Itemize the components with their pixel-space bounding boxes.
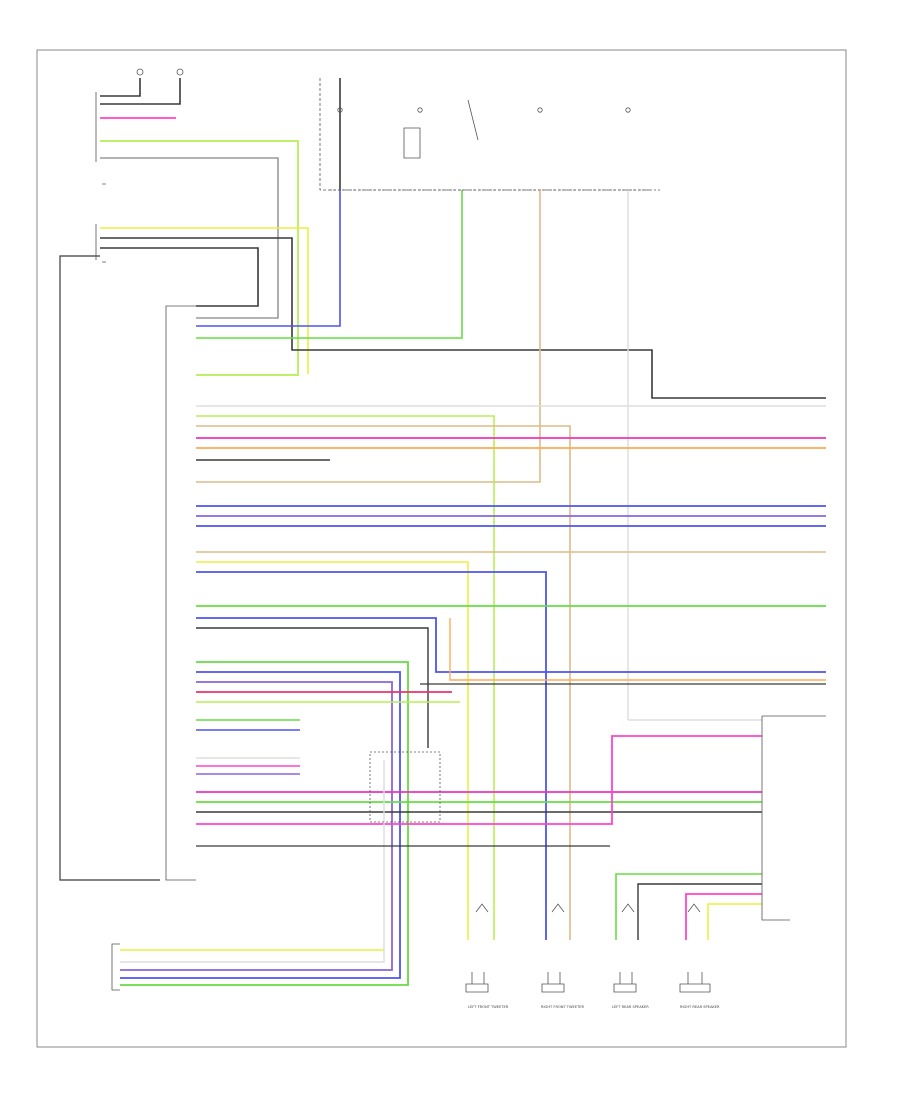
wire <box>196 571 547 940</box>
fuse <box>625 107 631 113</box>
wire <box>637 883 762 940</box>
wire <box>100 237 826 399</box>
wire <box>196 415 495 940</box>
wire <box>100 247 259 307</box>
fuse <box>337 107 343 113</box>
wire <box>196 627 429 748</box>
relay <box>403 99 479 159</box>
wire <box>196 190 463 339</box>
wire <box>319 78 650 191</box>
spk-rf-symbol <box>541 972 565 993</box>
wire <box>120 681 393 971</box>
speaker-label: RIGHT FRONT TWEETER <box>541 1005 585 1009</box>
radio-module-outline <box>165 305 196 881</box>
wire <box>615 873 762 940</box>
diagram-frame <box>36 49 847 1048</box>
speaker-label: LEFT REAR SPEAKER <box>612 1005 649 1009</box>
wire <box>59 255 160 881</box>
wire <box>100 140 299 376</box>
twist <box>475 903 701 913</box>
wire <box>707 903 762 940</box>
wire <box>196 190 341 327</box>
ground-symbol <box>176 68 184 76</box>
wires <box>59 78 826 986</box>
wire <box>196 735 762 825</box>
amp-input-connector <box>111 943 120 991</box>
wire <box>196 190 541 483</box>
wire <box>120 671 401 979</box>
wire <box>685 893 762 940</box>
fuse <box>417 107 423 113</box>
amplifier-module-outline <box>761 715 826 921</box>
spk-lr-symbol <box>613 972 637 993</box>
splice <box>102 183 106 263</box>
shield-box <box>369 751 441 823</box>
speaker-label: RIGHT REAR SPEAKER <box>680 1005 720 1009</box>
fuse <box>537 107 543 113</box>
wire <box>100 227 309 374</box>
spk-lf-symbol <box>465 972 489 993</box>
wire <box>100 78 141 97</box>
wire <box>100 78 181 105</box>
ground-symbol <box>136 68 144 76</box>
wire <box>196 561 469 940</box>
wire <box>196 425 571 940</box>
components <box>95 68 826 993</box>
spk-rr-symbol <box>679 972 711 993</box>
wire <box>120 760 385 963</box>
wire <box>196 617 826 673</box>
wire <box>449 618 826 681</box>
speaker-label: LEFT FRONT TWEETER <box>468 1005 509 1009</box>
